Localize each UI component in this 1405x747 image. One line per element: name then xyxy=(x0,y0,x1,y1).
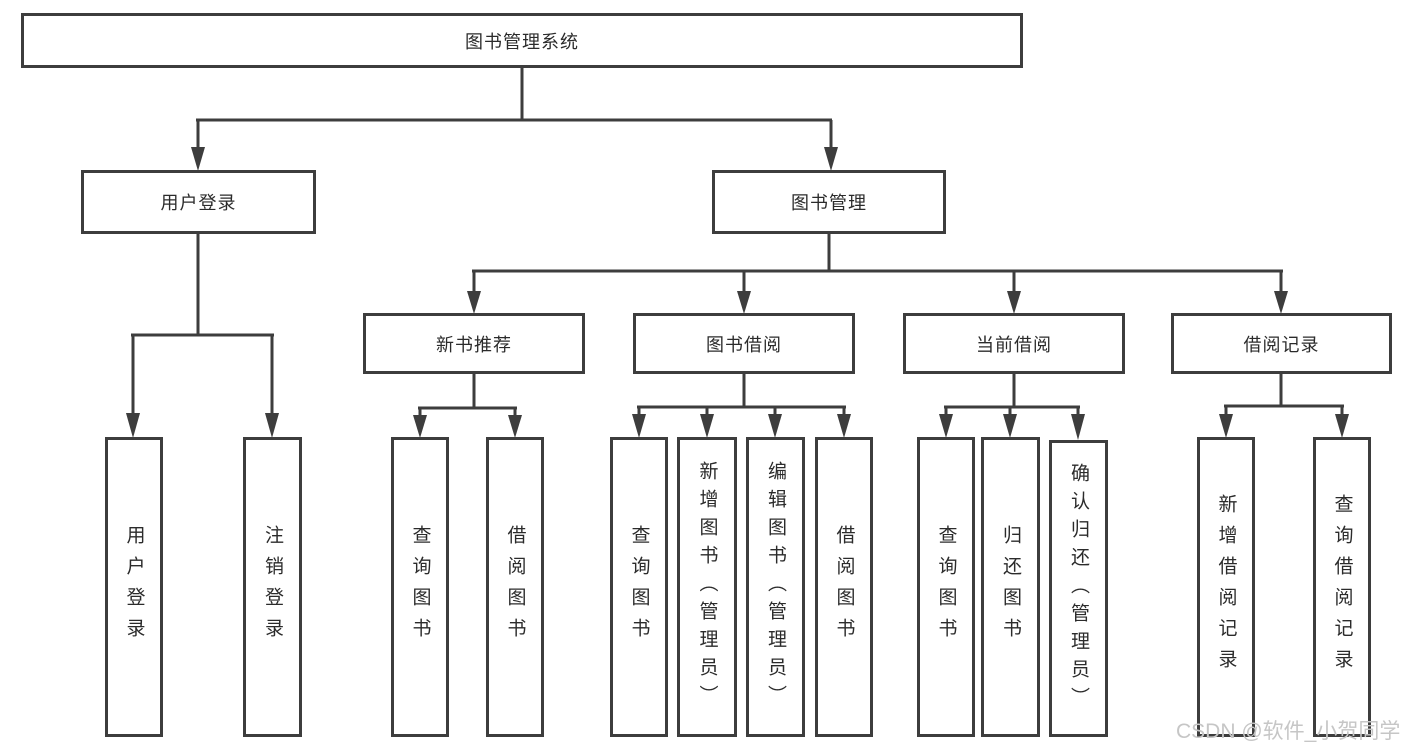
node-label: 查询图书 xyxy=(628,525,650,649)
leaf-confirm-return-admin: 确认归还（管理员） xyxy=(1049,440,1108,737)
leaf-logout: 注销登录 xyxy=(243,437,302,737)
node-label: 新书推荐 xyxy=(436,334,512,355)
leaf-add-book-admin: 新增图书（管理员） xyxy=(677,437,737,737)
node-label: 查询借阅记录 xyxy=(1331,494,1353,680)
node-label: 编辑图书（管理员） xyxy=(765,461,786,713)
node-label: 查询图书 xyxy=(935,525,957,649)
leaf-query-books-3: 查询图书 xyxy=(917,437,975,737)
leaf-edit-book-admin: 编辑图书（管理员） xyxy=(746,437,805,737)
node-borrow-record: 借阅记录 xyxy=(1171,313,1392,374)
connector-user-login-children xyxy=(126,234,279,438)
leaf-borrow-books-1: 借阅图书 xyxy=(486,437,544,737)
node-user-login: 用户登录 xyxy=(81,170,316,234)
node-library-system: 图书管理系统 xyxy=(21,13,1023,68)
node-label: 图书借阅 xyxy=(706,334,782,355)
node-label: 当前借阅 xyxy=(976,334,1052,355)
leaf-query-books-1: 查询图书 xyxy=(391,437,449,737)
node-label: 图书管理系统 xyxy=(465,31,579,52)
connector-new-book-children xyxy=(413,374,522,438)
leaf-query-books-2: 查询图书 xyxy=(610,437,668,737)
connector-current-borrow-children xyxy=(939,374,1085,440)
csdn-watermark: CSDN @软件_小贺同学 xyxy=(1176,720,1401,743)
node-new-book-recommend: 新书推荐 xyxy=(363,313,585,374)
node-label: 借阅图书 xyxy=(833,525,855,649)
node-label: 新增借阅记录 xyxy=(1215,494,1237,680)
connector-root-to-level2 xyxy=(191,68,838,171)
connector-book-borrow-children xyxy=(632,374,851,438)
node-label: 借阅记录 xyxy=(1243,334,1320,355)
node-label: 用户登录 xyxy=(123,525,145,649)
connector-book-mgmt-to-level3 xyxy=(467,234,1288,314)
node-label: 归还图书 xyxy=(1000,525,1021,649)
leaf-return-book: 归还图书 xyxy=(981,437,1040,737)
leaf-user-login: 用户登录 xyxy=(105,437,163,737)
node-current-borrow: 当前借阅 xyxy=(903,313,1125,374)
node-label: 注销登录 xyxy=(262,525,283,649)
node-label: 借阅图书 xyxy=(504,525,526,649)
node-label: 用户登录 xyxy=(160,193,237,213)
node-label: 查询图书 xyxy=(409,525,431,649)
leaf-query-borrow-record: 查询借阅记录 xyxy=(1313,437,1371,737)
leaf-add-borrow-record: 新增借阅记录 xyxy=(1197,437,1255,737)
node-book-management: 图书管理 xyxy=(712,170,946,234)
connector-borrow-record-children xyxy=(1219,374,1349,438)
node-book-borrow: 图书借阅 xyxy=(633,313,855,374)
node-label: 确认归还（管理员） xyxy=(1068,462,1089,715)
node-label: 图书管理 xyxy=(791,193,867,213)
node-label: 新增图书（管理员） xyxy=(696,461,718,713)
leaf-borrow-books-2: 借阅图书 xyxy=(815,437,873,737)
